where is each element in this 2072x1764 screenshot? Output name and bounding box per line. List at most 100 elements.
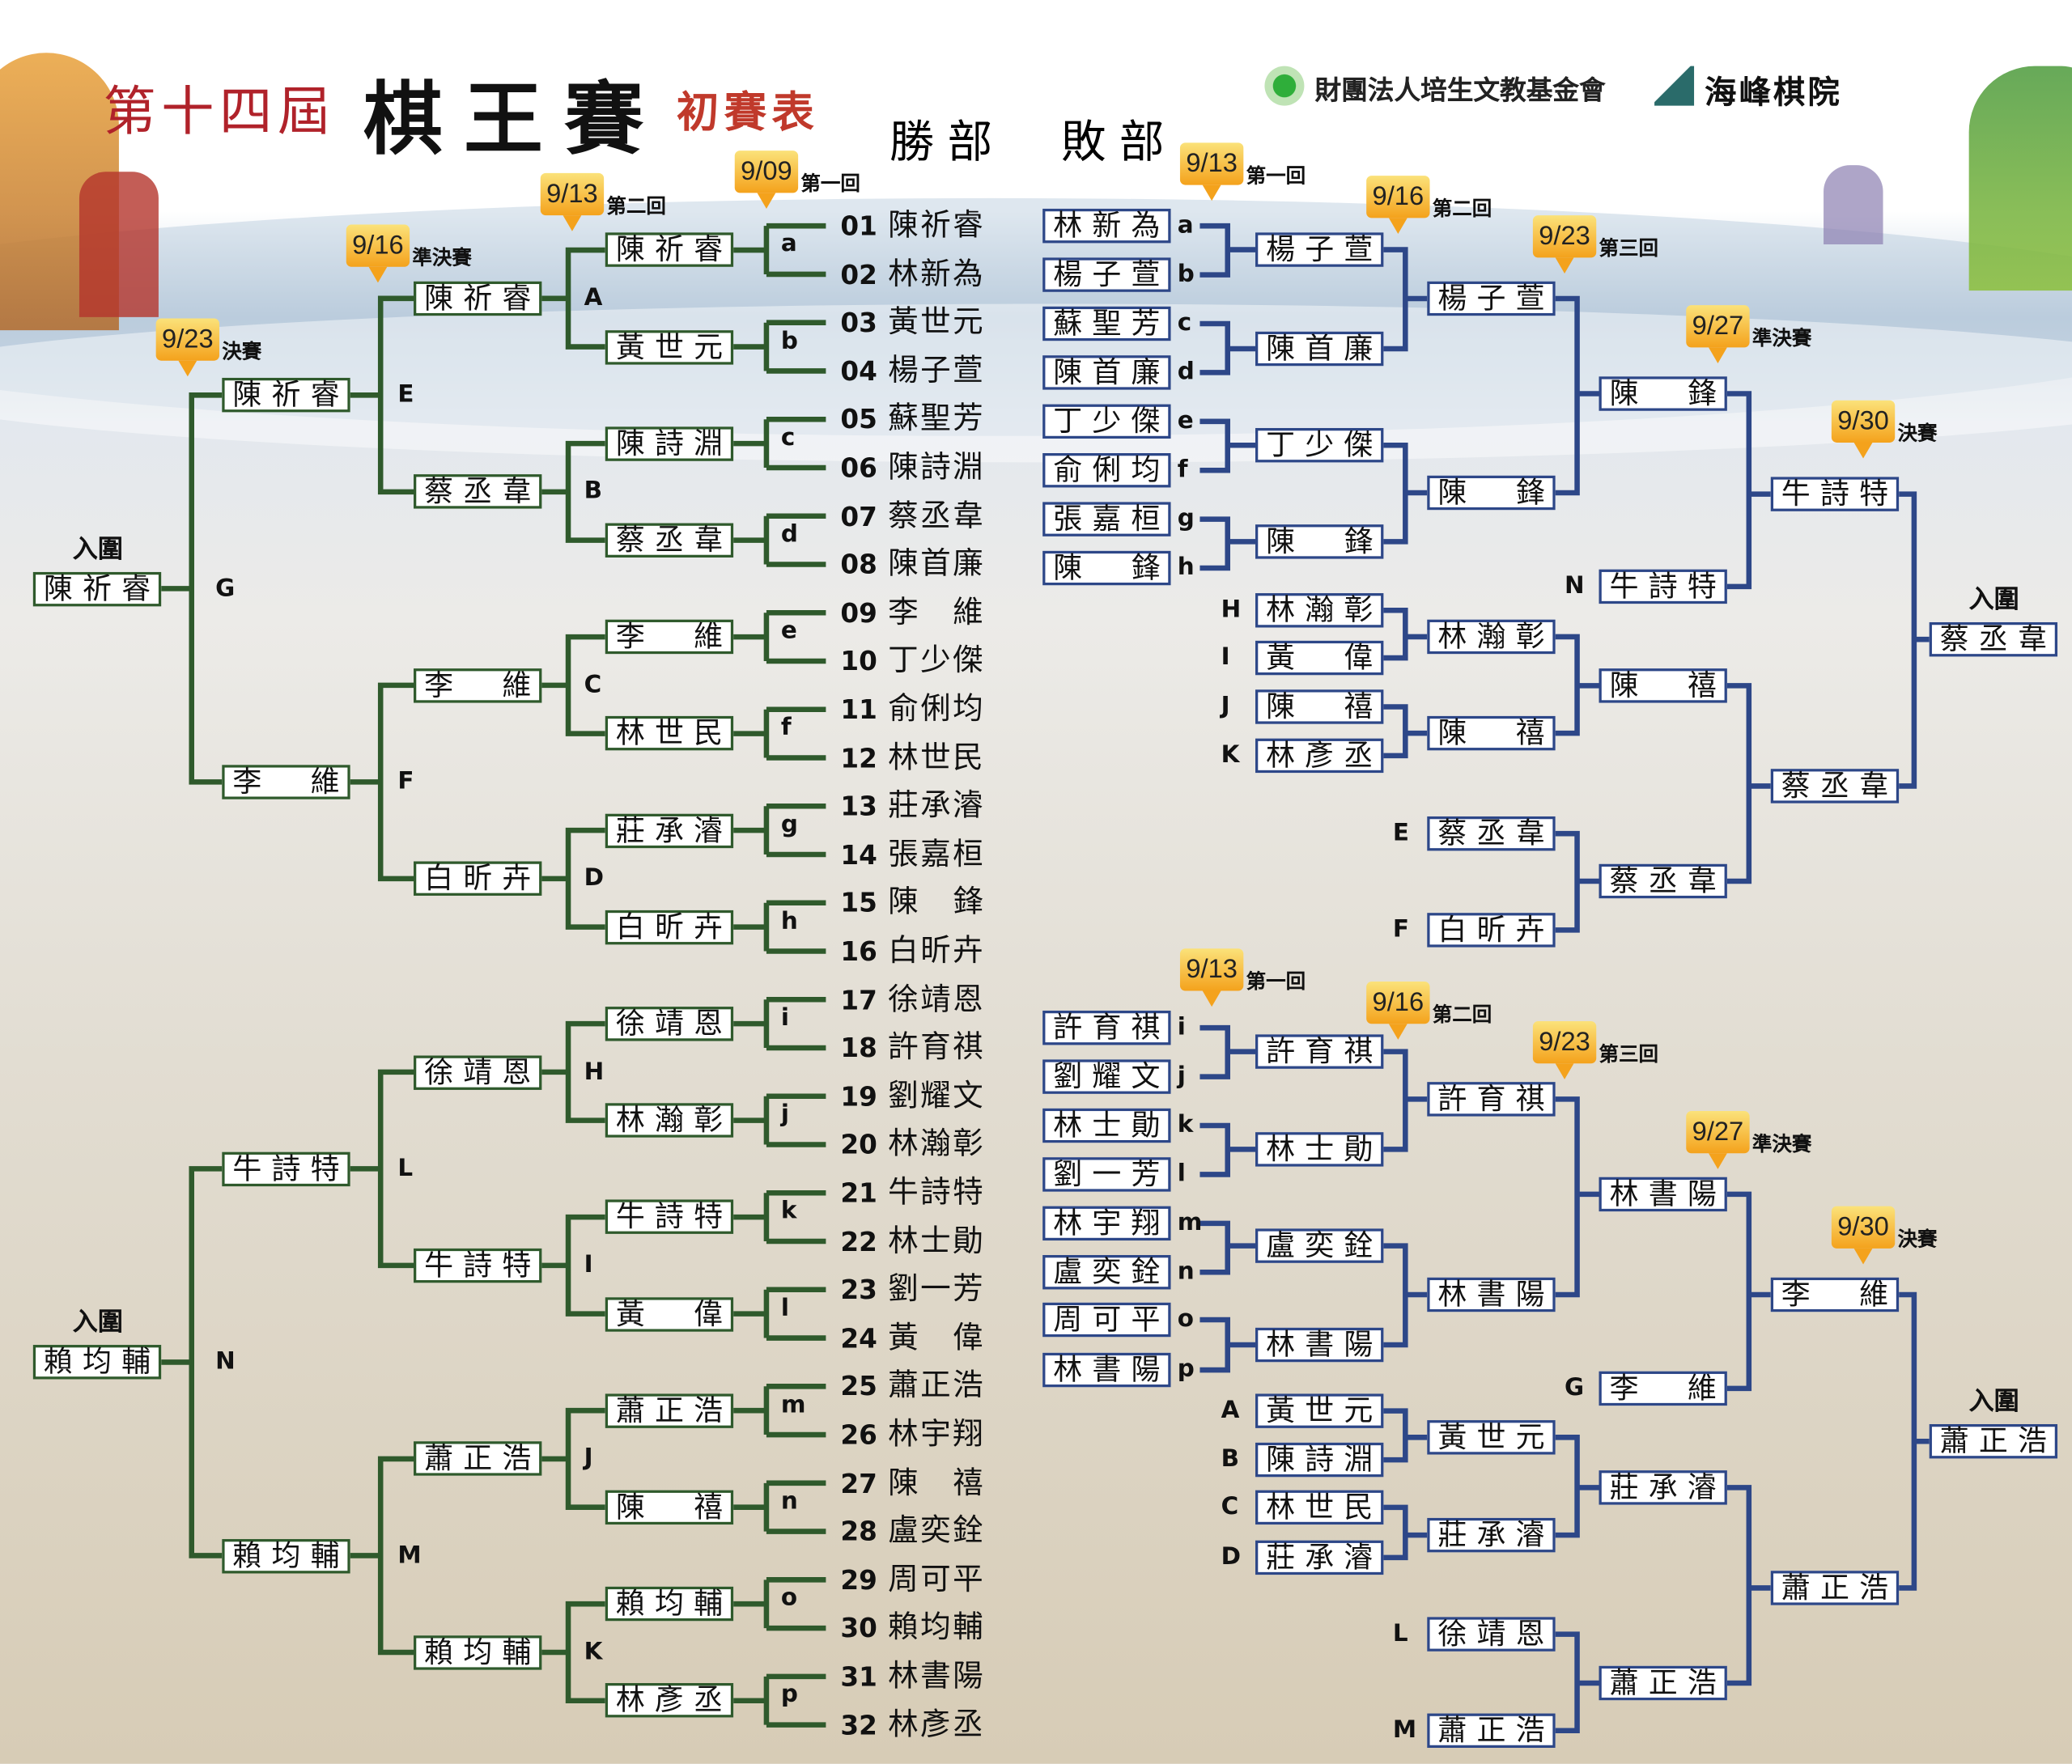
- bracket-slot: 賴均輔: [605, 1586, 734, 1622]
- bracket-connector: [1899, 491, 1930, 789]
- bracket-slot: 林瀚彰: [1427, 619, 1556, 655]
- edition-label: 第十四屆: [103, 82, 336, 142]
- date-bubble: 9/16: [1366, 982, 1430, 1040]
- date-bubble: 9/30: [1831, 1206, 1896, 1265]
- bracket-slot: 陳鋒: [1042, 550, 1171, 586]
- bracket-slot: 林新為: [1042, 208, 1171, 244]
- match-letter: G: [1565, 1373, 1585, 1402]
- player-number: 14: [840, 838, 877, 871]
- bracket-slot: 李維: [605, 619, 734, 655]
- qualified-slot: 蔡丞韋: [1929, 621, 2058, 657]
- match-letter: M: [397, 1541, 422, 1569]
- bracket-connector: [1555, 634, 1599, 736]
- bracket-connector: [1383, 608, 1428, 661]
- player-number: 30: [840, 1612, 877, 1644]
- bracket-slot: 林瀚彰: [605, 1103, 734, 1138]
- bracket-slot: 莊承濬: [1255, 1540, 1384, 1575]
- bracket-slot: 許育祺: [1042, 1010, 1171, 1045]
- date-bubble: 9/27: [1686, 1111, 1750, 1169]
- player-number: 06: [840, 452, 877, 484]
- bracket-connector: [541, 634, 605, 736]
- round-label: 第一回: [1246, 166, 1306, 188]
- bracket-slot: 蔡丞韋: [1770, 769, 1900, 804]
- bracket-connector: [733, 806, 770, 854]
- match-letter: o: [780, 1584, 798, 1612]
- bracket-slot: 林世民: [1255, 1490, 1384, 1525]
- match-letter: i: [1177, 1013, 1186, 1041]
- bracket-connector: [541, 1020, 605, 1123]
- player-number: 22: [840, 1225, 877, 1257]
- match-letter: m: [780, 1390, 806, 1418]
- player-name: 黃偉: [888, 1321, 983, 1355]
- player-number: 10: [840, 645, 877, 677]
- match-letter: g: [780, 810, 798, 838]
- player-name: 陳禧: [888, 1465, 983, 1499]
- bracket-slot: 牛詩特: [605, 1199, 734, 1235]
- player-number: 08: [840, 548, 877, 581]
- date-bubble: 9/16: [1366, 176, 1430, 234]
- match-letter: I: [584, 1250, 593, 1279]
- bracket-connector: [733, 515, 770, 565]
- player-name: 許育祺: [888, 1030, 983, 1064]
- bracket-connector: [733, 1580, 770, 1629]
- bracket-slot: 蘇聖芳: [1042, 306, 1171, 341]
- player-number: 05: [840, 403, 877, 435]
- academy-name: 海峰棋院: [1705, 76, 1842, 112]
- bracket-connector: [541, 247, 605, 350]
- date-bubble: 9/30: [1831, 400, 1896, 459]
- qualified-slot: 蕭正浩: [1929, 1423, 2058, 1459]
- bracket-slot: 楊子萱: [1427, 281, 1556, 316]
- match-letter: l: [780, 1294, 789, 1322]
- bracket-slot: 莊承濬: [1427, 1517, 1556, 1553]
- round-label: 準決賽: [1751, 329, 1812, 350]
- bracket-slot: 林書陽: [1427, 1277, 1556, 1312]
- bracket-connector: [350, 1069, 414, 1269]
- bracket-slot: 俞俐均: [1042, 452, 1171, 488]
- bracket-connector: [1383, 1408, 1428, 1463]
- qualified-slot: 陳祈睿: [32, 571, 162, 606]
- player-name: 林書陽: [888, 1659, 983, 1693]
- bracket-slot: 林書陽: [1042, 1352, 1171, 1388]
- bracket-slot: 陳禧: [1427, 715, 1556, 751]
- bracket-connector: [161, 392, 223, 785]
- bracket-slot: 盧奕銓: [1255, 1228, 1384, 1263]
- match-letter: m: [1177, 1208, 1203, 1237]
- bracket-slot: 劉耀文: [1042, 1059, 1171, 1094]
- player-number: 03: [840, 307, 877, 339]
- bracket-slot: 許育祺: [1427, 1082, 1556, 1117]
- player-number: 28: [840, 1515, 877, 1548]
- player-number: 11: [840, 693, 877, 726]
- round-label: 第三回: [1599, 1045, 1659, 1066]
- match-letter: c: [1177, 309, 1192, 337]
- bracket-slot: 丁少傑: [1042, 404, 1171, 439]
- match-letter: C: [584, 670, 602, 699]
- bracket-connector: [1199, 1317, 1256, 1373]
- player-name: 陳祈睿: [888, 208, 983, 242]
- match-letter: E: [397, 380, 414, 409]
- player-number: 25: [840, 1370, 877, 1402]
- bracket-slot: 張嘉桓: [1042, 502, 1171, 536]
- bracket-slot: 陳鋒: [1599, 376, 1727, 411]
- match-letter: j: [780, 1100, 789, 1129]
- player-name: 牛詩特: [888, 1176, 983, 1209]
- bracket-slot: 白昕卉: [414, 861, 542, 897]
- match-letter: K: [584, 1637, 603, 1666]
- match-letter: H: [1221, 596, 1242, 624]
- bracket-slot: 周可平: [1042, 1302, 1171, 1338]
- bracket-slot: 黃世元: [1255, 1393, 1384, 1428]
- match-letter: b: [780, 327, 798, 355]
- bracket-slot: 蕭正浩: [414, 1441, 542, 1477]
- match-letter: a: [780, 230, 797, 258]
- match-letter: d: [1177, 358, 1195, 386]
- bracket-slot: 黃偉: [1255, 640, 1384, 676]
- player-number: 26: [840, 1418, 877, 1451]
- match-letter: F: [397, 767, 414, 795]
- qualified-label: 入圍: [72, 536, 123, 564]
- bracket-connector: [733, 1386, 770, 1435]
- bracket-connector: [733, 1289, 770, 1338]
- bracket-slot: 蕭正浩: [1770, 1571, 1900, 1605]
- bracket-slot: 林彥丞: [605, 1683, 734, 1718]
- bracket-slot: 陳禧: [1599, 668, 1727, 703]
- match-letter: l: [1177, 1160, 1186, 1188]
- match-letter: L: [397, 1154, 414, 1182]
